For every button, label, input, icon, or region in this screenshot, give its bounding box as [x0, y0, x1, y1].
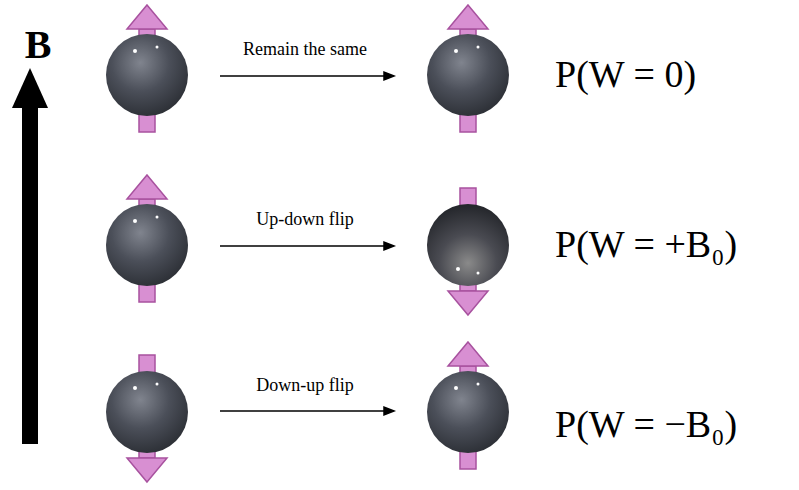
field-label: B [25, 23, 52, 67]
probability-formula: P(W = −B₀) [555, 404, 737, 446]
probability-formula: P(W = 0) [555, 54, 696, 96]
transition-arrows [220, 72, 394, 415]
spin-row-same [106, 5, 509, 132]
field-arrow [12, 68, 48, 444]
transition-label: Down-up flip [256, 376, 354, 396]
transition-label: Remain the same [243, 40, 367, 60]
probability-formula: P(W = +B₀) [555, 224, 737, 266]
transition-label: Up-down flip [256, 210, 354, 230]
spin-row-up-down [106, 175, 509, 315]
spin-row-down-up [106, 342, 509, 482]
